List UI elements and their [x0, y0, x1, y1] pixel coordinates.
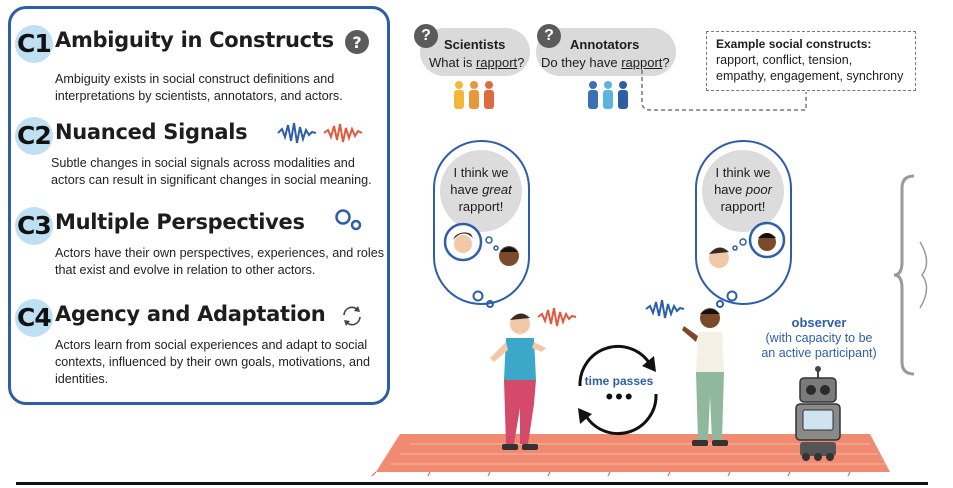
- challenge-title: Agency and Adaptation: [55, 302, 326, 326]
- actor-faces-icon: [709, 221, 786, 268]
- speech-bubble: I think we have poor rapport!: [702, 150, 784, 232]
- cycle-arrows-icon: [343, 306, 361, 326]
- connector-line: [641, 70, 807, 111]
- actor-left: [490, 313, 546, 450]
- challenge-description: Ambiguity exists in social construct def…: [55, 72, 343, 103]
- scientist-people-icon: [454, 81, 494, 109]
- examples-text: rapport, conflict, tension, empathy, eng…: [716, 53, 904, 83]
- thought-bubble-left: I think we have great rapport!: [433, 140, 530, 305]
- scientists-question: What is rapport?: [429, 55, 525, 70]
- thought-dots-icon: [472, 290, 494, 308]
- annotator-people-icon: [588, 81, 628, 109]
- thought-dots-icon: [335, 209, 362, 231]
- actor-right: [682, 308, 728, 446]
- annotators-bubble: Annotators Do they have rapport?: [536, 28, 676, 76]
- examples-title: Example social constructs:: [716, 37, 872, 51]
- question-icon: ?: [537, 24, 561, 48]
- actor-faces-icon: [443, 222, 519, 266]
- rug: [371, 434, 890, 476]
- example-constructs-box: Example social constructs: rapport, conf…: [706, 31, 916, 91]
- annotators-title: Annotators: [570, 37, 640, 52]
- challenge-description: Actors have their own perspectives, expe…: [55, 246, 385, 277]
- bottom-rule: [16, 482, 928, 485]
- challenge-description: Actors learn from social experiences and…: [55, 338, 371, 386]
- speech-bubble: I think we have great rapport!: [440, 150, 522, 232]
- challenge-description: Subtle changes in social signals across …: [51, 156, 372, 187]
- time-passes-label: time passes: [584, 374, 654, 388]
- thought-bubble-right: I think we have poor rapport!: [695, 140, 792, 305]
- challenge-title: Nuanced Signals: [55, 120, 248, 144]
- robot-observer-icon: [795, 366, 841, 461]
- observer-label: observer (with capacity to be an active …: [761, 315, 877, 360]
- challenge-badge: C4: [15, 299, 53, 337]
- challenge-title: Ambiguity in Constructs: [55, 28, 334, 52]
- challenge-badge: C3: [15, 207, 53, 245]
- question-icon: ?: [414, 24, 438, 48]
- time-dots: •••: [605, 384, 635, 409]
- annotators-question: Do they have rapport?: [541, 55, 670, 70]
- scientists-title: Scientists: [444, 37, 506, 52]
- scientists-bubble: Scientists What is rapport?: [420, 28, 530, 76]
- waveform-icon: [277, 122, 363, 144]
- challenge-title: Multiple Perspectives: [55, 210, 305, 234]
- time-cycle-icon: [578, 344, 658, 436]
- brace-icon: [893, 174, 928, 376]
- challenge-badge: C1: [15, 25, 53, 63]
- challenges-panel: C1 Ambiguity in Constructs Ambiguity exi…: [8, 6, 390, 405]
- svg-text:?: ?: [352, 33, 361, 52]
- waveform-icon: [537, 307, 577, 327]
- challenge-badge: C2: [15, 117, 53, 155]
- question-icon: ?: [345, 30, 369, 54]
- thought-dots-icon: [716, 290, 738, 308]
- waveform-icon: [645, 299, 685, 319]
